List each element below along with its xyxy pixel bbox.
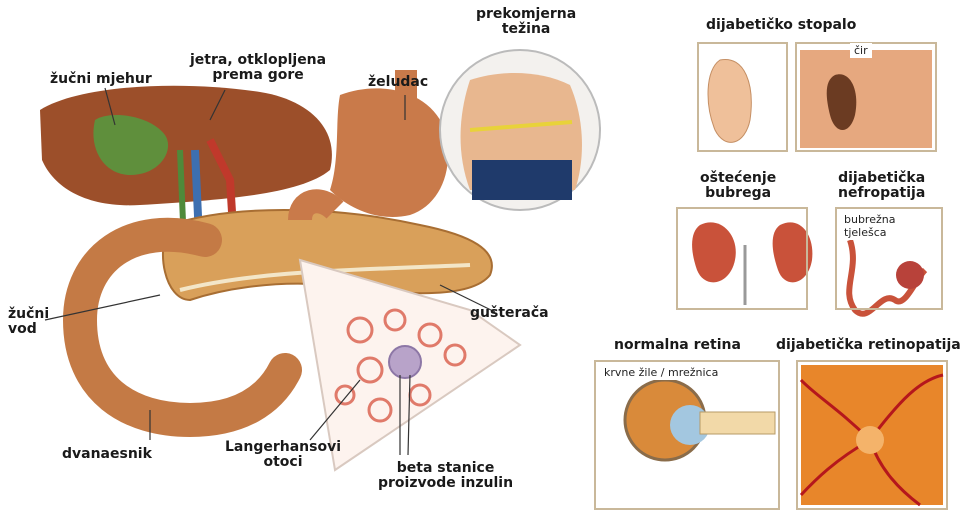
gallbladder-label: žučni mjehur: [50, 72, 152, 87]
kidney-damage-label: oštećenje bubrega: [700, 171, 776, 201]
retinopathy-label: dijabetička retinopatija: [776, 338, 961, 353]
pancreas-label: gušterača: [470, 306, 549, 321]
ulcer-tag: čir: [850, 43, 872, 58]
diabetic-foot-label: dijabetičko stopalo: [706, 18, 856, 33]
diabetic-foot-panel: [697, 42, 788, 152]
nephropathy-label: dijabetička nefropatija: [838, 171, 925, 201]
retinopathy-panel: [796, 360, 948, 510]
duodenum-label: dvanaesnik: [62, 447, 152, 462]
beta-cell-cluster: [389, 346, 421, 378]
renal-corpuscles-tag: bubrežna tjelešca: [840, 212, 899, 240]
islets-label: Langerhansovi otoci: [225, 440, 341, 470]
beta-cells-label: beta stanice proizvode inzulin: [378, 461, 513, 491]
stomach-shape: [330, 88, 448, 217]
kidney-damage-panel: [676, 207, 808, 310]
foot-ulcer-panel: [795, 42, 937, 152]
retina-vessels-tag: krvne žile / mrežnica: [600, 365, 722, 380]
normal-retina-panel: [594, 360, 780, 510]
stomach-label: želudac: [368, 75, 428, 90]
overweight-label: prekomjerna težina: [476, 7, 576, 37]
liver-label: jetra, otklopljena prema gore: [190, 53, 326, 83]
normal-retina-label: normalna retina: [614, 338, 741, 353]
liver-shape: [40, 86, 332, 206]
bile-duct-label: žučni vod: [8, 307, 49, 337]
